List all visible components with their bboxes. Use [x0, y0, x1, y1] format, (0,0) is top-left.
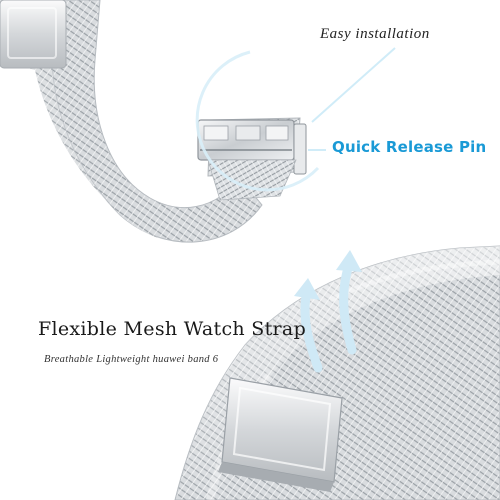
- easy-installation-label: Easy installation: [320, 26, 430, 42]
- flex-arrows: [294, 250, 362, 373]
- quick-release-pin-label: Quick Release Pin: [332, 138, 487, 156]
- product-title: Flexible Mesh Watch Strap: [38, 318, 307, 340]
- product-subtitle: Breathable Lightweight huawei band 6: [44, 354, 219, 365]
- upper-mesh-strap: [0, 0, 263, 243]
- zoom-callout: [195, 47, 396, 192]
- curved-arrow-icon: [300, 291, 323, 373]
- magnetic-clasp: [218, 377, 343, 492]
- curved-arrow-icon: [294, 278, 320, 300]
